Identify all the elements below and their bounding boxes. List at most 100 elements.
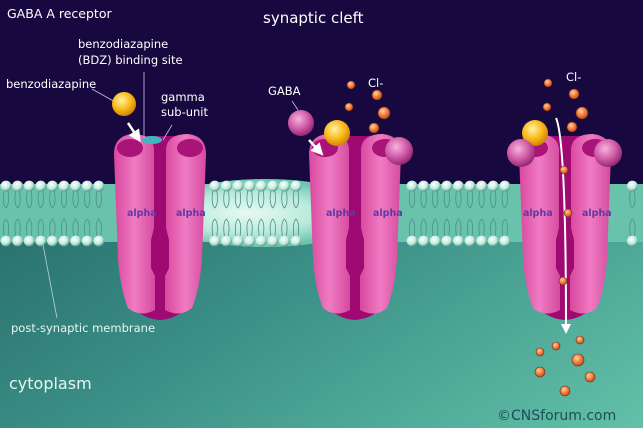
lipid-head [290, 235, 302, 247]
lipid-tail [501, 218, 508, 237]
lipid-tails [2, 190, 636, 237]
synaptic-cleft-label: synaptic cleft [263, 9, 364, 27]
lipid-tail [2, 218, 10, 237]
lipid-tail [26, 218, 33, 237]
gaba-molecule-left [507, 139, 535, 167]
lipid-head [47, 180, 58, 192]
lipid-head [232, 180, 244, 192]
lipid-head [221, 180, 232, 192]
lipid-head [70, 180, 81, 192]
lipid-head [464, 235, 476, 247]
chloride-ion [542, 102, 552, 112]
lipid-head [23, 235, 35, 247]
lipid-tail [72, 218, 79, 237]
lipid-tail [258, 190, 265, 209]
lipid-tail [37, 218, 44, 237]
lipid-tail [420, 218, 427, 237]
chloride-ion [571, 353, 585, 367]
chloride-ion [568, 88, 580, 100]
receptor-resting [114, 134, 206, 320]
lipid-tail [26, 190, 33, 209]
lipid-head [279, 180, 290, 192]
lipid-tail [478, 190, 485, 209]
chloride-ion [344, 102, 354, 112]
lipid-head [58, 180, 70, 192]
lipid-head [209, 235, 221, 247]
lipid-tail [234, 218, 242, 237]
lipid-heads [0, 180, 638, 247]
chloride-ion [575, 106, 589, 120]
lipid-head [81, 235, 93, 247]
lipid-tail [60, 190, 68, 209]
lipid-head [23, 180, 35, 192]
lipid-tail [95, 218, 102, 237]
benzodiazapine-molecule-open [522, 120, 548, 146]
lipid-tail [443, 190, 450, 209]
lipid-tail [223, 218, 230, 237]
lipid-tail [490, 218, 497, 237]
alpha-subunit-label: alpha [523, 208, 553, 219]
lipid-tail [420, 190, 427, 209]
lipid-head [81, 180, 93, 192]
membrane-label: post-synaptic membrane [11, 321, 156, 335]
lipid-head [255, 235, 267, 247]
lipid-tail [478, 218, 485, 237]
lipid-head [279, 235, 290, 247]
pointer-gaba [291, 100, 299, 111]
chloride-label-3: Cl- [566, 70, 582, 84]
chloride-ions [344, 78, 596, 397]
alpha-subunit-label: alpha [373, 208, 403, 219]
lipid-head [221, 235, 232, 247]
lipid-head [418, 180, 429, 192]
chloride-ion [558, 276, 568, 286]
lipid-head [12, 180, 23, 192]
lipid-tail [629, 190, 636, 209]
lipid-tail [234, 190, 242, 209]
lipid-head [406, 235, 418, 247]
lipid-head [209, 180, 221, 192]
lipid-head [464, 180, 476, 192]
lipid-tail [37, 190, 44, 209]
gaba-molecule-right [594, 139, 622, 167]
lipid-head [487, 180, 499, 192]
lipid-head [244, 235, 256, 247]
chloride-ion [543, 78, 553, 88]
alpha-subunit-label: alpha [582, 208, 612, 219]
lipid-tail [84, 218, 91, 237]
copyright-text: ©CNSforum.com [497, 408, 617, 424]
chloride-ion [371, 89, 383, 101]
chloride-label-2: Cl- [368, 76, 384, 90]
chloride-ion [559, 385, 571, 397]
lipid-tail [455, 190, 462, 209]
lipid-head [499, 235, 511, 247]
lipid-head [35, 235, 47, 247]
lipid-tail [269, 190, 276, 209]
lipid-head [70, 235, 81, 247]
lipid-head [441, 180, 453, 192]
lipid-head [267, 180, 279, 192]
lipid-tail [211, 190, 218, 209]
alpha-subunit-label: alpha [326, 208, 356, 219]
lipid-tail [455, 218, 462, 237]
chloride-ion [566, 121, 578, 133]
lipid-head [0, 235, 12, 247]
lipid-head [429, 235, 441, 247]
chloride-flow-arrow [555, 117, 571, 334]
lipid-tail [49, 218, 56, 237]
gaba-arrow [308, 139, 324, 156]
lipid-head [627, 180, 638, 192]
benzodiazapine-molecule-bound [324, 120, 350, 146]
lipid-tail [84, 190, 91, 209]
chloride-ion [559, 165, 569, 175]
chloride-ion [584, 371, 596, 383]
lipid-tail [629, 218, 636, 237]
chloride-ion [563, 208, 573, 218]
lipid-head [627, 235, 638, 247]
lipid-head [476, 235, 487, 247]
lipid-tail [49, 190, 56, 209]
cytoplasm-label: cytoplasm [9, 374, 92, 393]
lipid-head [267, 235, 279, 247]
lipid-head [58, 235, 70, 247]
chloride-ion [368, 122, 380, 134]
